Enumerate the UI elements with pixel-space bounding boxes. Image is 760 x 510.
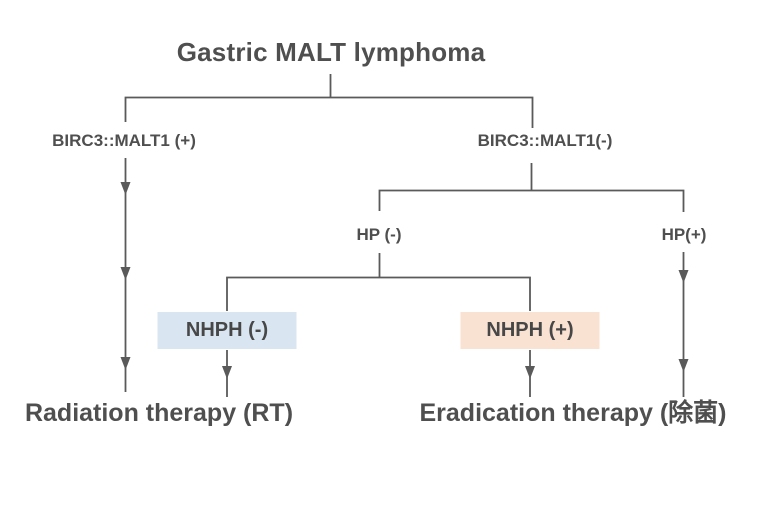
node-gastric-malt-lymphoma: Gastric MALT lymphoma	[176, 37, 486, 67]
node-birc3-malt1-negative: BIRC3::MALT1(-)	[477, 131, 613, 150]
node-hp-positive: HP(+)	[661, 225, 707, 244]
node-hp-negative: HP (-)	[356, 225, 402, 244]
edge-hp-split	[378, 189, 685, 212]
arrowhead	[678, 359, 689, 372]
arrowhead	[678, 270, 689, 283]
arrowhead	[525, 366, 535, 379]
edge-top-split	[124, 96, 534, 128]
arrowhead	[120, 267, 131, 280]
edge-nhph-split	[226, 276, 531, 311]
arrowhead	[120, 182, 131, 195]
arrowhead	[120, 357, 131, 370]
node-nhph-negative: NHPH (-)	[157, 312, 297, 349]
arrowhead	[222, 366, 232, 379]
node-eradication-therapy: Eradication therapy (除菌)	[419, 399, 727, 427]
node-nhph-positive: NHPH (+)	[460, 312, 600, 349]
node-radiation-therapy: Radiation therapy (RT)	[24, 399, 294, 427]
node-birc3-malt1-positive: BIRC3::MALT1 (+)	[52, 131, 196, 150]
